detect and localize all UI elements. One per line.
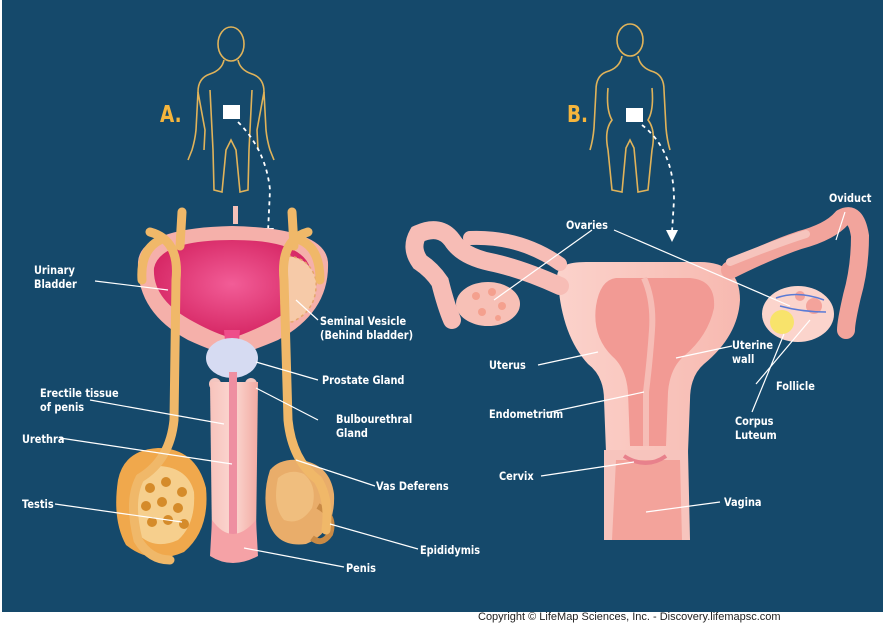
label-bulbourethral-gland: Bulbourethral Gland — [336, 412, 412, 440]
label-prostate-gland: Prostate Gland — [322, 373, 404, 387]
label-cervix: Cervix — [499, 469, 534, 483]
copyright-notice: Copyright © LifeMap Sciences, Inc. - Dis… — [478, 611, 885, 624]
female-region-marker — [626, 108, 643, 122]
label-ovaries: Ovaries — [566, 218, 608, 232]
label-testis: Testis — [22, 497, 54, 511]
female-arrow-head — [666, 230, 678, 242]
female-pointer-arrow — [642, 125, 674, 232]
label-oviduct: Oviduct — [829, 191, 871, 205]
vagina — [604, 450, 690, 540]
label-vagina: Vagina — [724, 495, 762, 509]
label-urinary-bladder: Urinary Bladder — [34, 263, 77, 291]
label-vas-deferens: Vas Deferens — [376, 479, 449, 493]
label-erectile-tissue: Erectile tissue of penis — [40, 386, 119, 414]
male-pointer-arrow — [238, 122, 270, 232]
label-follicle: Follicle — [776, 379, 815, 393]
follicle-small — [795, 291, 805, 301]
label-endometrium: Endometrium — [489, 407, 563, 421]
label-penis: Penis — [346, 561, 376, 575]
panel-letter-a: A. — [160, 102, 182, 128]
corpus-luteum — [770, 310, 794, 334]
panel-letter-b: B. — [567, 102, 588, 128]
penis — [210, 372, 258, 563]
label-uterine-wall: Uterine wall — [732, 338, 773, 366]
label-uterus: Uterus — [489, 358, 526, 372]
label-seminal-vesicle: Seminal Vesicle (Behind bladder) — [320, 314, 413, 342]
label-epididymis: Epididymis — [420, 543, 480, 557]
label-corpus-luteum: Corpus Luteum — [735, 414, 777, 442]
uterus — [557, 262, 740, 452]
male-region-marker — [223, 105, 240, 119]
label-urethra: Urethra — [22, 432, 64, 446]
